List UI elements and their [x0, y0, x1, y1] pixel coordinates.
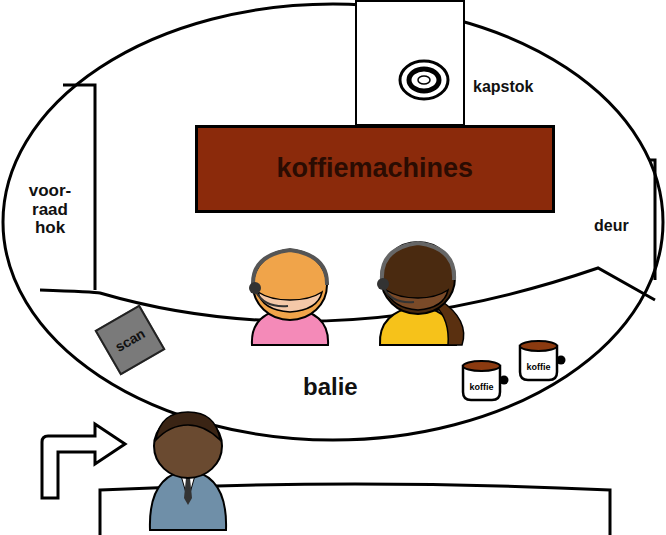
employee-figure [249, 250, 328, 345]
node-text: scan [112, 326, 147, 355]
customer-figure [150, 412, 226, 530]
node-text: kapstok [473, 78, 533, 96]
employee-figure [377, 242, 464, 345]
mug-label: koffie [469, 383, 493, 392]
mug-label: koffie [526, 363, 550, 372]
coffee-mug [520, 341, 566, 380]
node-text: koffiemachines [277, 154, 474, 184]
coffee-mug [463, 361, 509, 400]
counter-label: balie [303, 375, 358, 399]
coffee-machines: koffiemachines [195, 125, 555, 213]
coat-hook-icon [357, 2, 462, 123]
storage-room: voor- raad hok [8, 165, 92, 255]
coat-rack-box: kapstok [355, 0, 465, 126]
node-text: voor- raad hok [20, 182, 80, 238]
door-label: deur [594, 218, 629, 234]
